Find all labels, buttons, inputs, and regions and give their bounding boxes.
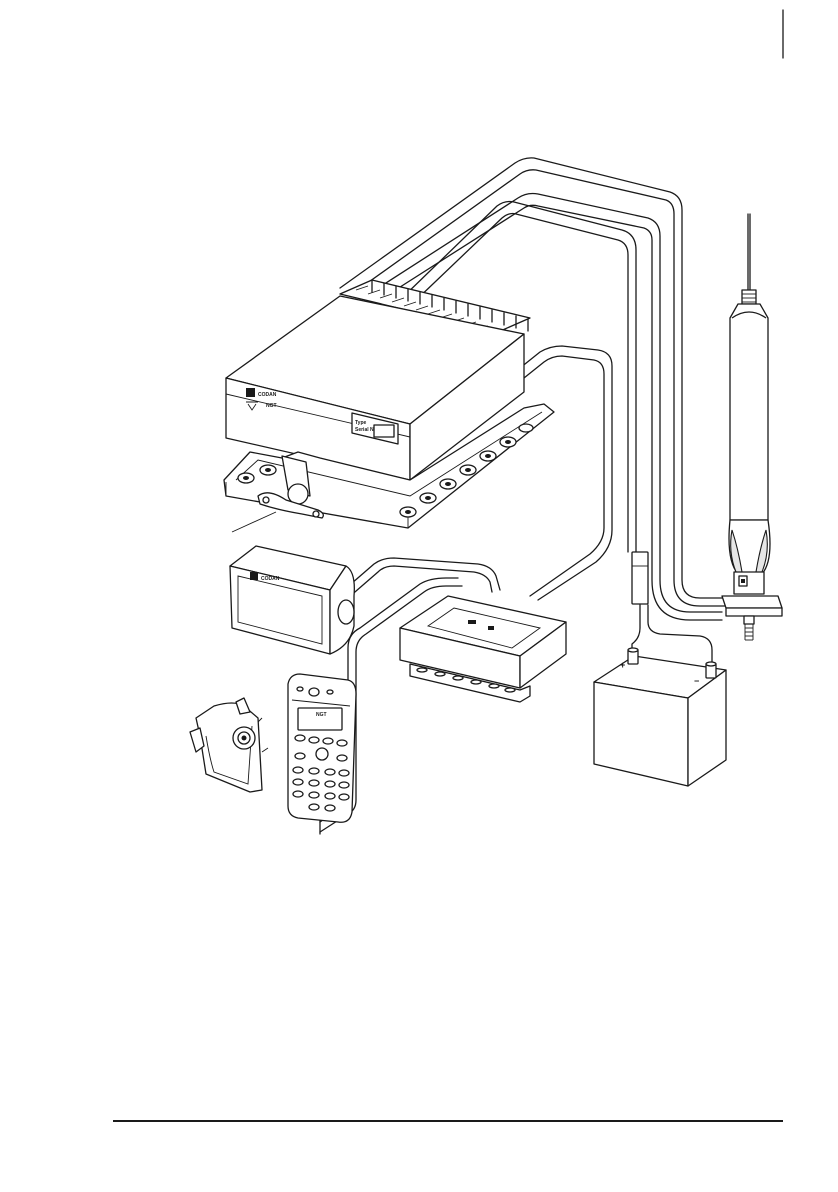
speaker: CODAN: [230, 546, 354, 654]
handset-cradle: [190, 698, 268, 792]
battery-positive-symbol: +: [620, 660, 625, 670]
connection-box: [400, 596, 566, 702]
battery: + −: [594, 648, 726, 786]
speaker-logo-icon: [250, 572, 258, 580]
control-cable: [520, 346, 612, 600]
battery-positive-lead: [632, 605, 640, 652]
handset: NGT: [288, 674, 356, 822]
speaker-cable: [344, 558, 500, 590]
panel-label-type: Type: [355, 420, 367, 426]
antenna: [722, 214, 782, 640]
speaker-knob-icon: [338, 600, 354, 624]
transceiver-brand-label: CODAN: [258, 392, 277, 398]
fuse-holder: [632, 552, 648, 604]
speaker-brand-label: CODAN: [261, 576, 280, 582]
brand-logo-icon: [246, 388, 255, 397]
control-cable-inner: [524, 356, 604, 596]
transceiver-model-label: NGT: [266, 403, 277, 409]
battery-negative-symbol: −: [694, 676, 699, 686]
handset-model-label: NGT: [316, 712, 327, 718]
battery-negative-lead: [648, 605, 712, 664]
speaker-cable-inner: [348, 566, 492, 598]
